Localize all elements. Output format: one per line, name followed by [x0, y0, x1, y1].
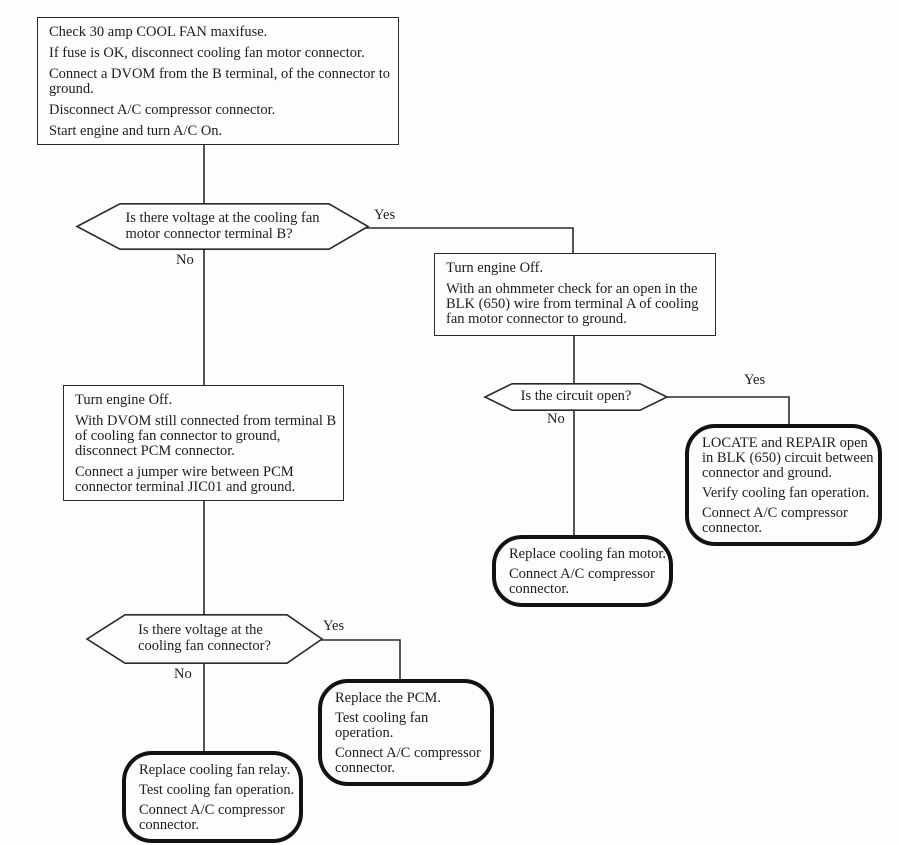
terminal-replace-fan-relay: Replace cooling fan relay. Test cooling …: [122, 751, 303, 844]
decision-circuit-open-shape: [483, 382, 669, 412]
start-process-box: Check 30 amp COOL FAN maxifuse. If fuse …: [37, 17, 399, 146]
text-line: Disconnect A/C compressor connector.: [49, 102, 276, 119]
decision-voltage-terminal-b-shape: [75, 203, 370, 250]
text-line: Connect a DVOM from the B terminal, of t…: [49, 66, 391, 98]
branch-label-no: No: [174, 666, 192, 682]
branch-label-no: No: [547, 411, 565, 427]
text-line: Replace cooling fan motor.: [509, 546, 667, 562]
branch-label-yes: Yes: [323, 618, 345, 634]
text-line: Connect A/C compressor connector.: [335, 745, 481, 777]
text-line: Verify cooling fan operation.: [702, 485, 870, 502]
terminal-replace-fan-motor: Replace cooling fan motor. Connect A/C c…: [492, 535, 673, 608]
decision-voltage-fan-shape: [85, 613, 324, 665]
decision-question-line: cooling fan connector?: [138, 638, 271, 654]
decision-voltage-fan: Is there voltage at the cooling fan conn…: [87, 615, 322, 663]
text-line: With DVOM still connected from terminal …: [75, 413, 337, 460]
text-line: Test cooling fan operation.: [139, 782, 295, 799]
text-line: Connect A/C compressor connector.: [702, 505, 848, 537]
text-line: Connect A/C compressor connector.: [509, 566, 655, 598]
jumper-test-process-box: Turn engine Off. With DVOM still connect…: [63, 385, 344, 502]
terminal-locate-repair: LOCATE and REPAIR open in BLK (650) circ…: [685, 424, 882, 547]
text-line: Check 30 amp COOL FAN maxifuse.: [49, 24, 268, 40]
text-line: If fuse is OK, disconnect cooling fan mo…: [49, 45, 365, 62]
text-line: Connect A/C compressor connector.: [139, 802, 285, 834]
decision-voltage-terminal-b: Is there voltage at the cooling fan moto…: [77, 204, 368, 250]
connector-decision1-yes: [364, 227, 574, 260]
text-line: Test cooling fan operation.: [335, 710, 429, 742]
branch-label-no: No: [176, 252, 194, 268]
branch-label-yes: Yes: [374, 207, 396, 223]
connector-decision3-yes: [316, 639, 401, 686]
text-line: Turn engine Off.: [446, 260, 544, 276]
text-line: Turn engine Off.: [75, 392, 173, 408]
decision-question-line: Is there voltage at the: [138, 622, 263, 639]
decision-question-line: Is the circuit open?: [520, 388, 632, 405]
check-open-process-box: Turn engine Off. With an ohmmeter check …: [434, 253, 716, 336]
terminal-replace-pcm: Replace the PCM. Test cooling fan operat…: [318, 679, 494, 787]
text-line: LOCATE and REPAIR open in BLK (650) circ…: [702, 435, 874, 482]
branch-label-yes: Yes: [744, 372, 766, 388]
text-line: Replace the PCM.: [335, 690, 441, 706]
text-line: With an ohmmeter check for an open in th…: [446, 281, 699, 328]
text-line: Connect a jumper wire between PCM connec…: [75, 464, 296, 496]
decision-circuit-open: Is the circuit open?: [485, 383, 667, 411]
text-line: Start engine and turn A/C On.: [49, 123, 223, 140]
decision-question-line: motor connector terminal B?: [125, 226, 293, 242]
connector-decision2-yes: [661, 396, 790, 432]
text-line: Replace cooling fan relay.: [139, 762, 291, 778]
decision-question-line: Is there voltage at the cooling fan: [125, 210, 320, 227]
